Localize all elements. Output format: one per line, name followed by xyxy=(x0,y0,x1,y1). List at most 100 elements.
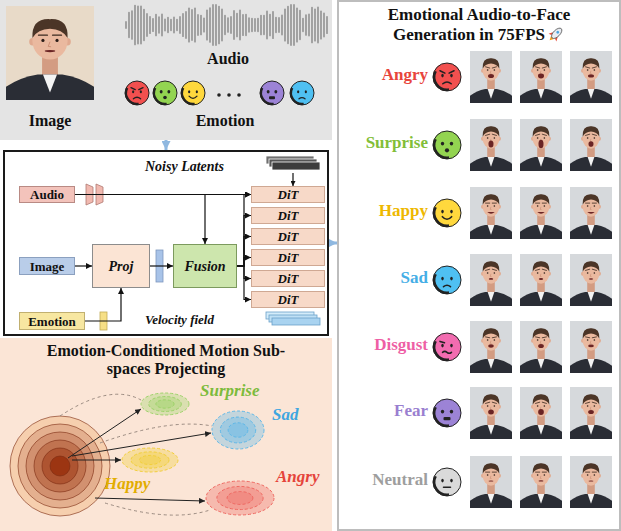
illustration-part xyxy=(470,494,512,508)
illustration-part xyxy=(188,8,190,41)
face-photo xyxy=(570,119,612,171)
illustration-part xyxy=(181,88,195,105)
subspace-label: Surprise xyxy=(200,382,260,401)
illustration-part xyxy=(590,341,591,344)
illustration-part xyxy=(260,88,274,105)
illustration-part xyxy=(251,19,253,32)
illustration-part xyxy=(272,162,320,170)
illustration-part xyxy=(544,69,546,71)
illustration-part xyxy=(533,194,550,204)
illustration-part xyxy=(326,17,328,33)
box-label: DiT xyxy=(278,271,299,286)
ellipsis-dot xyxy=(237,93,241,97)
illustration-part xyxy=(215,5,217,45)
face-photo xyxy=(470,456,512,508)
illustration-part xyxy=(441,410,444,414)
illustration-part xyxy=(592,472,596,473)
illustration-part xyxy=(583,261,600,271)
emotion-icon xyxy=(433,399,461,427)
illustration-part xyxy=(583,394,600,404)
panel-label: Noisy Latents xyxy=(145,159,224,174)
illustration-part xyxy=(450,277,453,281)
illustration-part xyxy=(588,410,594,414)
dit-block: DiT xyxy=(251,228,325,245)
dit-block: DiT xyxy=(251,270,325,287)
illustration-part xyxy=(230,17,232,33)
guide-curve xyxy=(60,394,212,515)
illustration-part xyxy=(488,292,495,302)
illustration-part xyxy=(542,336,546,338)
illustration-part xyxy=(131,11,133,39)
illustration-part xyxy=(122,448,178,472)
illustration-part xyxy=(586,269,590,270)
illustration-part xyxy=(48,42,51,47)
illustration-part xyxy=(520,119,562,171)
illustration-part xyxy=(542,67,546,68)
illustration-part xyxy=(488,344,494,347)
illustration-part xyxy=(520,425,562,439)
illustration-part xyxy=(590,407,591,410)
illustration-part xyxy=(547,25,565,43)
illustration-part xyxy=(537,212,545,214)
illustration-part xyxy=(488,359,495,369)
illustration-part xyxy=(297,90,299,93)
illustration-part xyxy=(488,225,495,235)
illustration-part xyxy=(588,89,595,99)
illustration-part xyxy=(586,67,590,68)
illustration-part xyxy=(433,407,449,427)
text-holder: DiT xyxy=(278,206,299,224)
illustration-part xyxy=(441,142,444,146)
illustration-part xyxy=(483,126,500,136)
illustration-part xyxy=(594,339,596,341)
illustration-part xyxy=(50,456,70,476)
illustration-part xyxy=(570,494,612,508)
illustration-part xyxy=(224,16,226,35)
box-label: DiT xyxy=(278,250,299,265)
illustration-part xyxy=(181,81,205,105)
illustration-part xyxy=(490,476,491,479)
illustration-part xyxy=(583,126,600,136)
face-photo xyxy=(470,51,512,103)
illustration-part xyxy=(520,225,562,239)
text-holder: DiT xyxy=(278,290,299,308)
illustration-part xyxy=(520,387,562,439)
illustration-part xyxy=(520,187,562,239)
emotion-subspace xyxy=(212,411,264,449)
illustration-part xyxy=(588,494,595,504)
illustration-part xyxy=(72,460,121,461)
module-box: Proj xyxy=(92,244,150,288)
face-photo xyxy=(520,119,562,171)
illustration-part xyxy=(542,269,546,270)
illustration-part xyxy=(284,9,286,40)
illustration-part xyxy=(131,88,135,90)
face-photo xyxy=(520,254,562,306)
emotion-icon xyxy=(433,333,461,361)
face-photo xyxy=(470,119,512,171)
dit-block: DiT xyxy=(251,207,325,224)
illustration-part xyxy=(233,11,235,39)
illustration-part xyxy=(133,97,140,99)
illustration-part xyxy=(537,339,539,341)
illustration-part xyxy=(470,225,512,239)
illustration-part xyxy=(538,359,545,369)
illustration-part xyxy=(536,203,540,204)
illustration-part xyxy=(570,387,612,439)
illustration-part xyxy=(588,480,593,481)
illustration-part xyxy=(544,405,546,407)
illustration-part xyxy=(293,5,295,45)
connector xyxy=(329,242,337,245)
ellipsis-dot xyxy=(227,93,231,97)
illustration-part xyxy=(486,203,490,204)
illustration-part xyxy=(520,254,562,306)
box-label: Audio xyxy=(30,187,64,202)
illustration-part xyxy=(542,134,546,135)
input-box: Image xyxy=(19,257,75,275)
illustration-part xyxy=(520,89,562,103)
illustration-part xyxy=(538,425,545,435)
subspace-label: Sad xyxy=(272,406,298,425)
illustration-part xyxy=(540,71,541,74)
illustration-part xyxy=(449,71,454,73)
text-holder: DiT xyxy=(278,185,299,203)
illustration-part xyxy=(269,15,271,36)
face-photo xyxy=(470,187,512,239)
